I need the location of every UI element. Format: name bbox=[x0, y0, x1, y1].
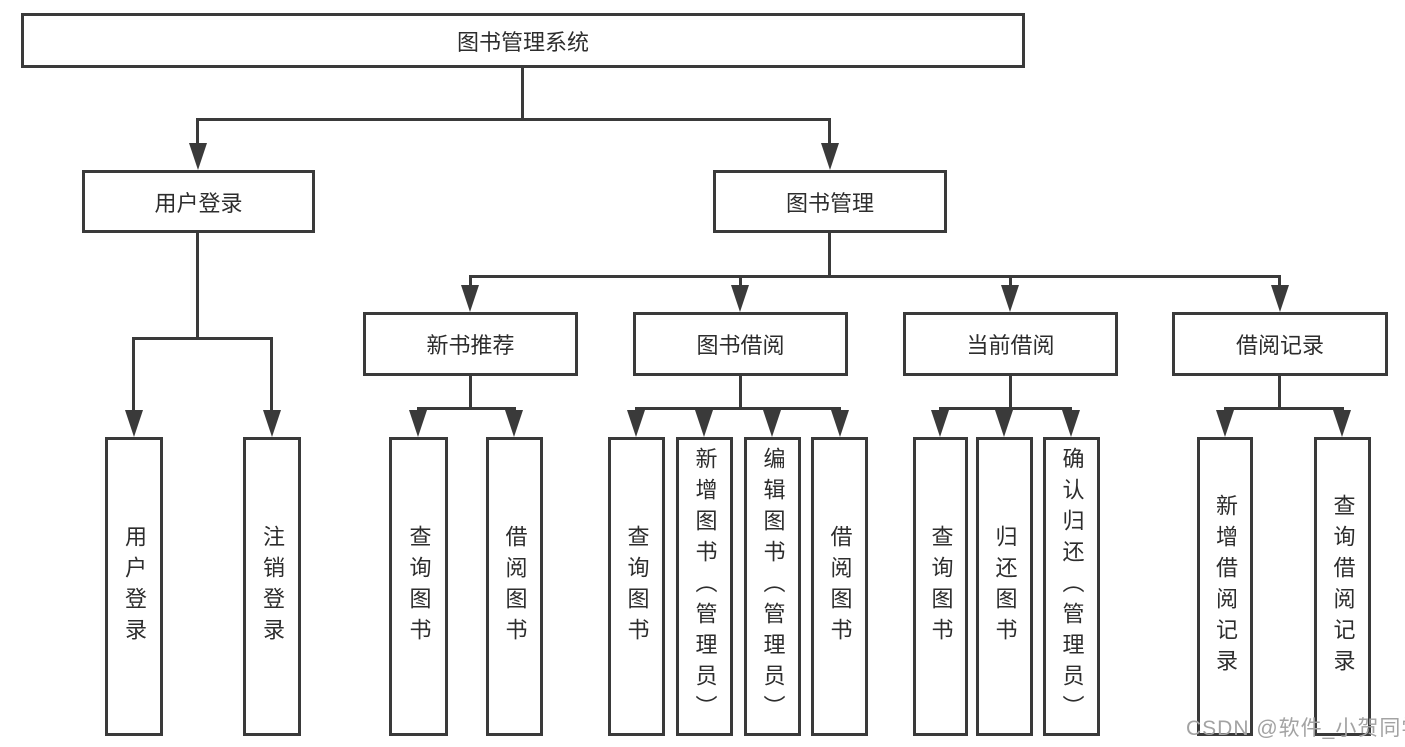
connector-line bbox=[469, 275, 1281, 278]
leaf-bb-edit-book: 编辑图书（管理员） bbox=[744, 437, 801, 736]
node-new-book-rec: 新书推荐 bbox=[363, 312, 578, 376]
leaf-logout-label: 注销登录 bbox=[260, 524, 285, 649]
leaf-br-add-record: 新增借阅记录 bbox=[1197, 437, 1253, 736]
node-book-mgmt-branch-label: 图书管理 bbox=[785, 190, 874, 216]
connector-line bbox=[1278, 376, 1281, 409]
arrow-down-icon bbox=[461, 285, 479, 312]
arrow-down-icon bbox=[695, 410, 713, 437]
leaf-rec-query-book: 查询图书 bbox=[389, 437, 448, 736]
node-book-borrow-label: 图书借阅 bbox=[696, 333, 785, 358]
node-book-mgmt-branch: 图书管理 bbox=[713, 170, 947, 233]
csdn-watermark: CSDN @软件_小贺同学 bbox=[1186, 717, 1405, 740]
node-current-borrow: 当前借阅 bbox=[903, 312, 1118, 376]
connector-line bbox=[828, 233, 831, 275]
leaf-bb-add-book-label: 新增图书（管理员） bbox=[692, 447, 718, 726]
leaf-rec-query-book-label: 查询图书 bbox=[406, 524, 432, 649]
leaf-br-query-record: 查询借阅记录 bbox=[1314, 437, 1371, 736]
leaf-rec-borrow-book-label: 借阅图书 bbox=[502, 524, 528, 649]
connector-line bbox=[469, 376, 472, 409]
connector-line bbox=[1278, 275, 1281, 289]
connector-line bbox=[1009, 275, 1012, 289]
arrow-down-icon bbox=[189, 143, 207, 170]
arrow-down-icon bbox=[763, 410, 781, 437]
connector-line bbox=[469, 275, 472, 289]
arrow-down-icon bbox=[1271, 285, 1289, 312]
arrow-down-icon bbox=[1001, 285, 1019, 312]
node-new-book-rec-label: 新书推荐 bbox=[426, 333, 515, 358]
leaf-bb-query-book-label: 查询图书 bbox=[624, 524, 650, 649]
arrow-down-icon bbox=[409, 410, 427, 437]
connector-line bbox=[739, 275, 742, 289]
node-book-borrow: 图书借阅 bbox=[633, 312, 848, 376]
leaf-cb-query-book-label: 查询图书 bbox=[928, 524, 954, 649]
leaf-cb-return-book-label: 归还图书 bbox=[992, 524, 1018, 649]
connector-line bbox=[132, 337, 135, 413]
leaf-logout: 注销登录 bbox=[243, 437, 301, 736]
connector-line bbox=[196, 118, 831, 121]
connector-line bbox=[939, 407, 1072, 410]
connector-line bbox=[196, 118, 199, 146]
leaf-cb-confirm-return: 确认归还（管理员） bbox=[1043, 437, 1100, 736]
arrow-down-icon bbox=[125, 410, 143, 437]
arrow-down-icon bbox=[931, 410, 949, 437]
connector-line bbox=[739, 376, 742, 409]
leaf-bb-borrow-book: 借阅图书 bbox=[811, 437, 868, 736]
leaf-bb-edit-book-label: 编辑图书（管理员） bbox=[760, 447, 786, 726]
node-current-borrow-label: 当前借阅 bbox=[966, 333, 1055, 358]
arrow-down-icon bbox=[1216, 410, 1234, 437]
leaf-cb-return-book: 归还图书 bbox=[976, 437, 1033, 736]
node-root: 图书管理系统 bbox=[21, 13, 1025, 68]
arrow-down-icon bbox=[627, 410, 645, 437]
arrow-down-icon bbox=[505, 410, 523, 437]
node-user-login-branch: 用户登录 bbox=[82, 170, 315, 233]
connector-line bbox=[635, 407, 841, 410]
leaf-cb-confirm-return-label: 确认归还（管理员） bbox=[1059, 447, 1085, 726]
arrow-down-icon bbox=[831, 410, 849, 437]
leaf-bb-query-book: 查询图书 bbox=[608, 437, 665, 736]
connector-line bbox=[196, 233, 199, 337]
node-user-login-branch-label: 用户登录 bbox=[154, 190, 243, 216]
node-borrow-records: 借阅记录 bbox=[1172, 312, 1388, 376]
leaf-br-query-record-label: 查询借阅记录 bbox=[1330, 493, 1356, 680]
node-root-label: 图书管理系统 bbox=[456, 29, 589, 55]
connector-line bbox=[1009, 376, 1012, 409]
arrow-down-icon bbox=[1062, 410, 1080, 437]
arrow-down-icon bbox=[263, 410, 281, 437]
node-borrow-records-label: 借阅记录 bbox=[1235, 333, 1324, 358]
leaf-user-login: 用户登录 bbox=[105, 437, 163, 736]
connector-line bbox=[132, 337, 273, 340]
arrow-down-icon bbox=[995, 410, 1013, 437]
leaf-br-add-record-label: 新增借阅记录 bbox=[1213, 493, 1238, 680]
leaf-bb-borrow-book-label: 借阅图书 bbox=[827, 524, 853, 649]
connector-line bbox=[521, 68, 524, 118]
leaf-cb-query-book: 查询图书 bbox=[913, 437, 968, 736]
leaf-bb-add-book: 新增图书（管理员） bbox=[676, 437, 733, 736]
arrow-down-icon bbox=[1333, 410, 1351, 437]
leaf-user-login-label: 用户登录 bbox=[122, 524, 147, 649]
connector-line bbox=[828, 118, 831, 146]
connector-line bbox=[1224, 407, 1344, 410]
arrow-down-icon bbox=[731, 285, 749, 312]
arrow-down-icon bbox=[821, 143, 839, 170]
connector-line bbox=[417, 407, 516, 410]
connector-line bbox=[270, 337, 273, 413]
leaf-rec-borrow-book: 借阅图书 bbox=[486, 437, 543, 736]
